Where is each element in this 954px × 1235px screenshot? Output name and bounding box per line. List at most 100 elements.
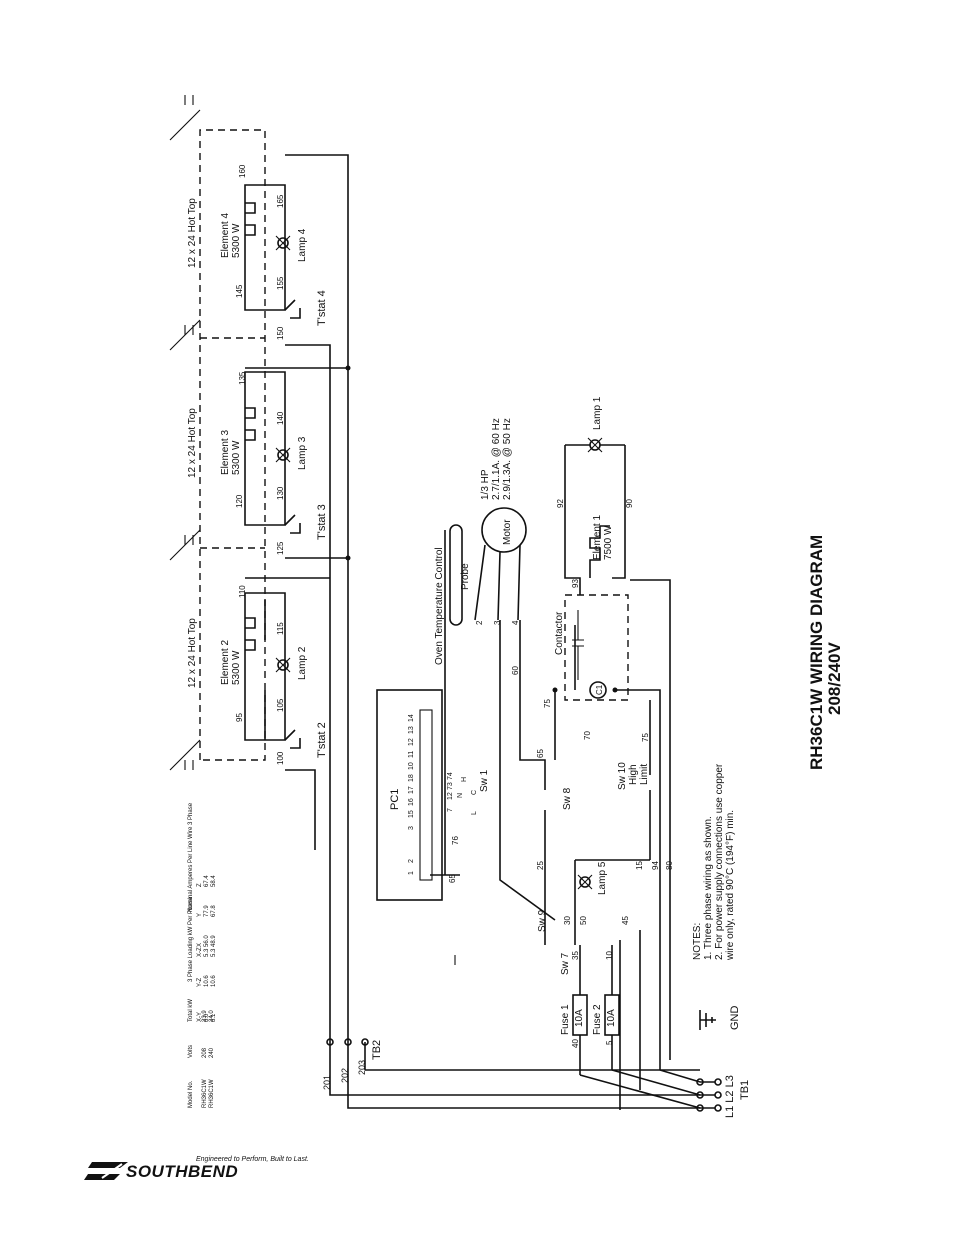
spec-row2-yz: 10.6 (211, 975, 217, 987)
oven-probe (444, 524, 463, 690)
hot-top-bus-wires (245, 154, 351, 1090)
oven-element (564, 437, 626, 595)
element-1-label: Element 1 (592, 515, 603, 560)
wire-165-label: 165 (276, 194, 285, 208)
wire-25-label: 25 (536, 861, 545, 870)
coil-label: C1 (595, 684, 604, 695)
tb2-label: TB2 (371, 1040, 383, 1060)
pc1-pin-18: 18 (408, 774, 415, 782)
pc1-pin-13: 13 (408, 726, 415, 734)
motor-spec-60hz: 2.7/1.1A. @ 60 Hz (491, 418, 502, 500)
spec-sub-xz: X-Z (197, 947, 203, 957)
wire-110-label: 110 (238, 585, 247, 598)
brand-tagline: Engineered to Perform, Built to Last. (196, 1156, 309, 1163)
southbend-logo: SOUTHBEND Engineered to Perform, Built t… (84, 1156, 309, 1184)
wire-201-label: 201 (322, 1075, 332, 1090)
element-4-label: Element 4 (220, 213, 231, 258)
pc1-pin-14: 14 (408, 714, 415, 722)
spec-row1-yz: 10.6 (204, 975, 210, 987)
contactor (552, 594, 629, 701)
sw10-limit: Limit (639, 764, 650, 785)
wire-203-label: 203 (357, 1060, 367, 1075)
spec-row1-xy: 8.0 (204, 1013, 210, 1022)
pc1-pin-10: 10 (408, 762, 415, 770)
element-2-watts: 5300 W (231, 650, 242, 685)
note-1: 1. Three phase wiring as shown. (703, 816, 714, 960)
fuse-1-rating: 10A (574, 1009, 585, 1027)
spec-sub-x: X (197, 943, 203, 947)
wire-65b-label: 65 (536, 749, 545, 758)
sw1-mark-l: L (471, 811, 478, 815)
spec-table: Model No. RH36C1W RH36C1W Volts 208 240 … (188, 802, 217, 1108)
sw1-pin-12: 12 (447, 792, 454, 800)
spec-row2-volts: 240 (209, 1047, 215, 1058)
sw9-label: Sw 9 (537, 909, 548, 932)
motor-pin-4: 4 (511, 620, 520, 625)
element-1-watts: 7500 W (603, 525, 614, 560)
spec-sub-yz: Y-Z (197, 978, 203, 987)
hot-top-2-circuit (244, 592, 301, 749)
wire-125-label: 125 (276, 541, 285, 555)
pc1-pin-1: 1 (408, 871, 415, 875)
hot-top-4-label: 12 x 24 Hot Top (187, 198, 198, 268)
wire-90-label: 90 (625, 499, 634, 508)
hot-top-4-circuit (244, 184, 301, 319)
element-3-watts: 5300 W (231, 440, 242, 475)
sw1-label: Sw 1 (479, 769, 490, 792)
gnd-label: GND (729, 1006, 741, 1031)
pc1-pin-12: 12 (408, 738, 415, 746)
lamp-5-label: Lamp 5 (597, 861, 608, 895)
wire-75b-label: 75 (641, 733, 650, 742)
spec-row2-model: RH36C1W (209, 1079, 215, 1108)
motor-pin-2: 2 (475, 620, 484, 625)
spec-sub-z: Z (197, 883, 203, 887)
wire-10-label: 10 (605, 951, 614, 960)
fuse-2-label: Fuse 2 (592, 1004, 603, 1035)
wire-40-label: 40 (571, 1039, 580, 1048)
fuse-2-rating: 10A (606, 1009, 617, 1027)
motor (474, 507, 527, 621)
notes-heading: NOTES: (692, 923, 703, 960)
wire-15-label: 15 (635, 861, 644, 870)
spec-header-model: Model No. (188, 1080, 194, 1108)
tb1-lines: L1 L2 L3 (724, 1075, 736, 1118)
wire-76-label: 76 (451, 836, 460, 845)
wire-130-label: 130 (276, 486, 285, 500)
pc1-pin-3: 3 (408, 826, 415, 830)
wire-202-label: 202 (340, 1068, 350, 1083)
diagram-title: RH36C1W WIRING DIAGRAM (807, 535, 826, 770)
wire-140-label: 140 (276, 411, 285, 425)
wire-80-label: 80 (665, 861, 674, 870)
wire-75-label: 75 (543, 699, 552, 708)
lamp-1-label: Lamp 1 (592, 396, 603, 430)
hot-top-2-label: 12 x 24 Hot Top (187, 618, 198, 688)
spec-header-amperes: Nominal Amperes Per Line Wire 3 Phase (188, 802, 194, 912)
wire-120-label: 120 (235, 494, 244, 508)
spec-row2-z: 58.4 (211, 875, 217, 887)
sw1-mark-n: N (457, 793, 464, 798)
element-3-label: Element 3 (220, 430, 231, 475)
wire-93-label: 93 (571, 579, 580, 588)
spec-row2-xz: 5.3 (211, 948, 217, 957)
tstat-3-label: T'stat 3 (316, 504, 328, 540)
wire-45-label: 45 (621, 916, 630, 925)
tb1-label: TB1 (739, 1080, 751, 1100)
switch-wiring (430, 579, 671, 1110)
tstat-4-label: T'stat 4 (316, 290, 328, 326)
wire-105-label: 105 (276, 698, 285, 712)
lamp-4-label: Lamp 4 (297, 228, 308, 262)
hot-top-3-circuit (244, 371, 301, 534)
sw1-mark-h: H (461, 777, 468, 782)
spec-row1-xz: 5.3 (204, 948, 210, 957)
pc1-pin-2: 2 (408, 859, 415, 863)
sw1-pin-7: 7 (447, 808, 454, 812)
wire-35-label: 35 (571, 951, 580, 960)
motor-spec-hp: 1/3 HP (480, 469, 491, 500)
wire-65-label: 65 (448, 874, 457, 883)
spec-row2-x: 48.9 (211, 935, 217, 947)
element-2-label: Element 2 (220, 640, 231, 685)
sw1-mark-c: C (471, 790, 478, 795)
spec-row2-xy: 8.1 (211, 1013, 217, 1022)
pc1-label: PC1 (389, 789, 401, 810)
tstat-2-label: T'stat 2 (316, 722, 328, 758)
